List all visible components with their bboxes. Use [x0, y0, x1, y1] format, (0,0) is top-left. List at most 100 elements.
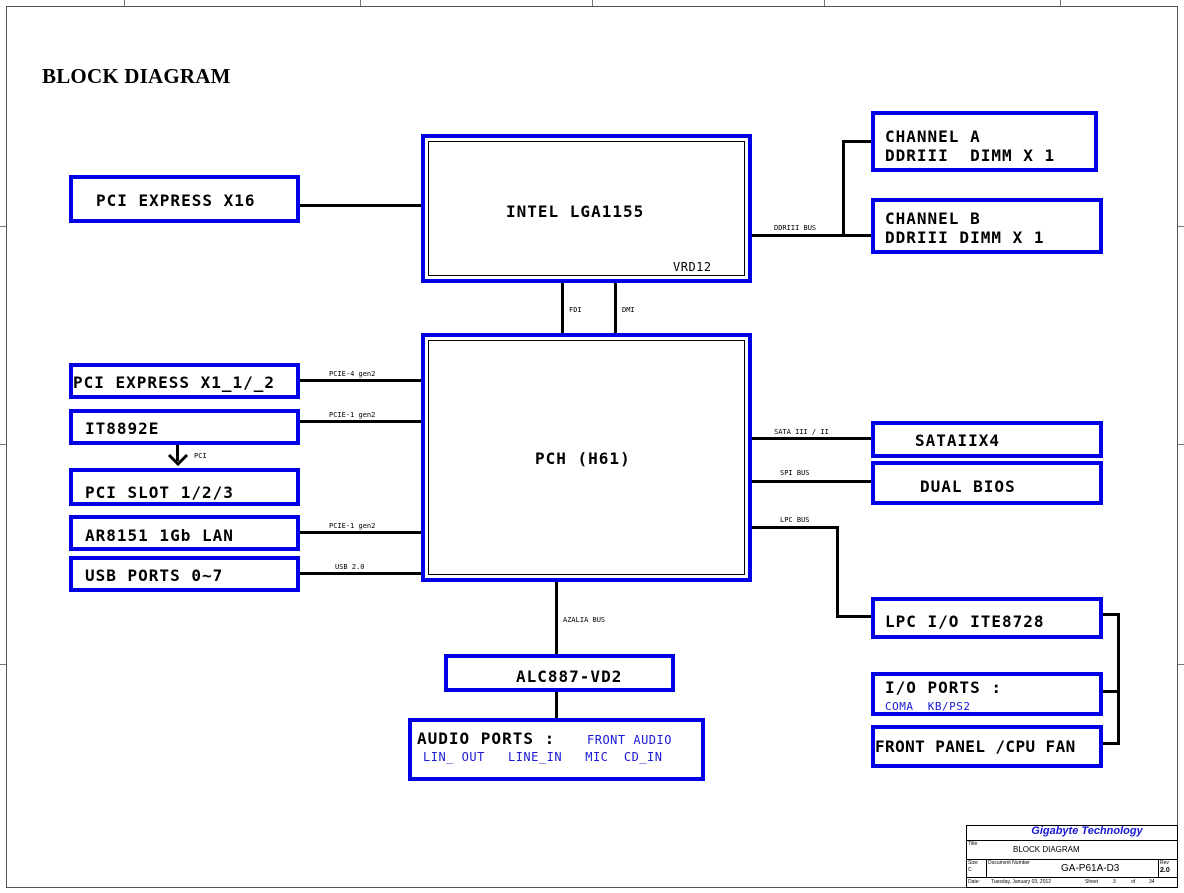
- bus-label-ddr: DDRIII BUS: [774, 224, 817, 232]
- wire-pcie1-lan: [298, 531, 422, 534]
- bus-label-usb: USB 2.0: [335, 563, 365, 571]
- lpc-io-label: LPC I/O ITE8728: [885, 612, 1045, 631]
- wire-dmi: [614, 282, 617, 334]
- pch-block[interactable]: PCH (H61): [421, 333, 752, 582]
- io-ports-label: I/O PORTS :: [885, 678, 1002, 697]
- sheet-value: 3: [1113, 879, 1116, 885]
- channel-b-dimm-label: DDRIII DIMM X 1: [885, 228, 1045, 247]
- rev-label: Rev: [1160, 860, 1169, 866]
- title-block: Gigabyte Technology Title BLOCK DIAGRAM …: [966, 825, 1178, 888]
- bus-label-pci: PCI: [194, 452, 207, 460]
- wire-lpc: [750, 526, 838, 529]
- front-panel-block[interactable]: FRONT PANEL /CPU FAN: [871, 725, 1103, 768]
- pcie16-label: PCI EXPRESS X16: [96, 191, 256, 210]
- date-label: Date:: [968, 879, 980, 885]
- frame-tick: [1178, 226, 1184, 227]
- pcie16-block[interactable]: PCI EXPRESS X16: [69, 175, 300, 223]
- bus-label-lpc: LPC BUS: [780, 516, 810, 524]
- docnum-label: Document Number: [988, 860, 1030, 866]
- usb-block[interactable]: USB PORTS 0~7: [69, 556, 300, 592]
- lan-label: AR8151 1Gb LAN: [85, 526, 234, 545]
- company-name: Gigabyte Technology: [1031, 825, 1143, 837]
- size-value: C: [968, 867, 972, 873]
- io-ports-block[interactable]: I/O PORTS : COMA KB/PS2: [871, 672, 1103, 716]
- frame-tick: [360, 0, 361, 6]
- wire-lpc-end: [836, 615, 874, 618]
- cpu-label: INTEL LGA1155: [506, 202, 645, 221]
- pcie1-block[interactable]: PCI EXPRESS X1_1/_2: [69, 363, 300, 399]
- wire-alc-audio: [555, 689, 558, 721]
- arrow-down-icon: [167, 453, 189, 467]
- frame-tick: [1060, 0, 1061, 6]
- size-label: Size: [968, 860, 978, 866]
- wire-fdi: [561, 282, 564, 334]
- docnum-value: GA-P61A-D3: [1061, 863, 1120, 874]
- bus-label-dmi: DMI: [622, 306, 635, 314]
- audio-front-label: FRONT AUDIO: [587, 733, 672, 747]
- cpu-block[interactable]: INTEL LGA1155 VRD12: [421, 134, 752, 283]
- frame-tick: [824, 0, 825, 6]
- rev-value: 2.0: [1160, 867, 1170, 874]
- wire-front-panel: [1100, 742, 1120, 745]
- bus-label-sata: SATA III / II: [774, 428, 829, 436]
- front-panel-label: FRONT PANEL /CPU FAN: [875, 737, 1076, 756]
- date-value: Tuesday, January 03, 2012: [991, 879, 1052, 885]
- io-ports-sub-label: COMA KB/PS2: [885, 700, 971, 713]
- bios-block[interactable]: DUAL BIOS: [871, 461, 1103, 505]
- wire-ddr-b: [842, 234, 874, 237]
- bus-label-pcie1-a: PCIE-1 gen2: [329, 411, 376, 419]
- frame-tick: [0, 664, 6, 665]
- page-title: BLOCK DIAGRAM: [42, 64, 231, 88]
- audio-ports-label: AUDIO PORTS :: [417, 729, 556, 748]
- pci-slot-label: PCI SLOT 1/2/3: [85, 483, 234, 502]
- lan-block[interactable]: AR8151 1Gb LAN: [69, 515, 300, 551]
- frame-tick: [592, 0, 593, 6]
- frame-tick: [1178, 444, 1184, 445]
- audio-ports-block[interactable]: AUDIO PORTS : FRONT AUDIO LIN_ OUT LINE_…: [408, 718, 705, 781]
- pci-slot-block[interactable]: PCI SLOT 1/2/3: [69, 468, 300, 506]
- wire-spi: [750, 480, 874, 483]
- bus-label-fdi: FDI: [569, 306, 582, 314]
- wire-ddr: [750, 234, 845, 237]
- sheet-label: Sheet: [1085, 879, 1099, 885]
- wire-lpc-vertical: [836, 526, 839, 618]
- cpu-vrd-label: VRD12: [673, 260, 712, 274]
- channel-a-dimm-label: DDRIII DIMM X 1: [885, 146, 1056, 165]
- bus-label-pcie1-b: PCIE-1 gen2: [329, 522, 376, 530]
- wire-io-vertical: [1117, 613, 1120, 745]
- pch-label: PCH (H61): [535, 449, 631, 468]
- wire-pci: [176, 443, 179, 461]
- channel-b-label: CHANNEL B: [885, 209, 981, 228]
- wire-pcie1-it8892: [298, 420, 422, 423]
- lpc-io-block[interactable]: LPC I/O ITE8728: [871, 597, 1103, 639]
- it8892-label: IT8892E: [85, 419, 160, 438]
- wire-pcie4: [298, 379, 422, 382]
- drawing-frame: [6, 6, 1178, 888]
- wire-lpc-io: [1100, 613, 1120, 616]
- of-label: of: [1131, 879, 1136, 885]
- bus-label-spi: SPI BUS: [780, 469, 810, 477]
- bus-label-pcie4: PCIE-4 gen2: [329, 370, 376, 378]
- title-value: BLOCK DIAGRAM: [1013, 845, 1080, 854]
- title-label: Title: [968, 841, 978, 847]
- wire-sata: [750, 437, 874, 440]
- of-value: 34: [1149, 879, 1155, 885]
- channel-a-label: CHANNEL A: [885, 127, 981, 146]
- sata-block[interactable]: SATAIIX4: [871, 421, 1103, 458]
- wire-azalia: [555, 580, 558, 657]
- sata-label: SATAIIX4: [915, 431, 1001, 450]
- wire-ddr-a: [842, 140, 874, 143]
- alc-label: ALC887-VD2: [516, 667, 623, 686]
- wire-pcie16: [298, 204, 422, 207]
- usb-label: USB PORTS 0~7: [85, 566, 224, 585]
- pcie1-label: PCI EXPRESS X1_1/_2: [73, 373, 276, 392]
- channel-b-block[interactable]: CHANNEL B DDRIII DIMM X 1: [871, 198, 1103, 254]
- wire-io-ports: [1100, 690, 1120, 693]
- alc-block[interactable]: ALC887-VD2: [444, 654, 675, 692]
- wire-ddr-vertical: [842, 140, 845, 237]
- channel-a-block[interactable]: CHANNEL A DDRIII DIMM X 1: [871, 111, 1098, 172]
- it8892-block[interactable]: IT8892E: [69, 409, 300, 445]
- wire-usb: [298, 572, 422, 575]
- frame-tick: [124, 0, 125, 6]
- audio-sub-label: LIN_ OUT LINE_IN MIC CD_IN: [423, 750, 663, 764]
